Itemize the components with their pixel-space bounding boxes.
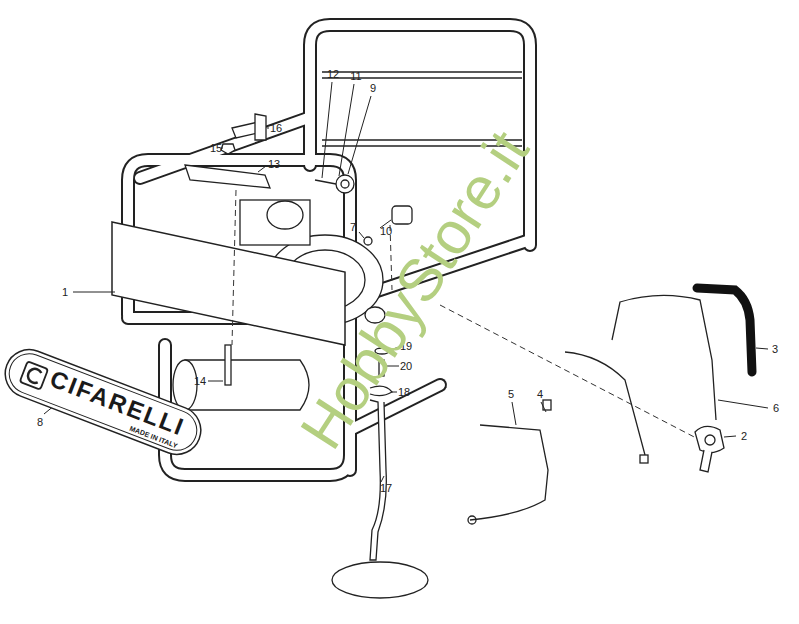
callout-number: 6	[773, 403, 779, 414]
switch-part	[695, 426, 724, 472]
leader-line	[208, 381, 223, 382]
switch-part	[705, 435, 715, 445]
callout-number: 1	[62, 287, 68, 298]
leader-line	[359, 232, 364, 238]
switch-part	[695, 426, 724, 452]
small-parts	[392, 206, 412, 224]
wiring	[468, 295, 716, 524]
dashed-guide	[440, 305, 700, 440]
cable-hose	[697, 288, 752, 372]
callout-number: 18	[398, 387, 410, 398]
callout-number: 12	[327, 69, 339, 80]
frame-tube	[140, 118, 308, 178]
small-parts	[370, 400, 386, 560]
front-panel	[112, 222, 345, 345]
leader-line	[724, 436, 736, 437]
switch-part	[700, 450, 712, 472]
leader-line	[718, 400, 768, 408]
leader-line	[44, 82, 768, 482]
small-parts	[332, 562, 428, 598]
engine-body	[267, 201, 303, 229]
leader-line	[381, 476, 384, 482]
leader-line	[541, 402, 546, 412]
watermark: HobbyStore.it	[291, 121, 539, 459]
leader-line	[339, 84, 354, 176]
logo-mark	[26, 367, 42, 384]
wiring	[468, 516, 476, 524]
small-parts	[185, 165, 270, 188]
wiring	[640, 455, 648, 463]
wiring	[470, 425, 548, 520]
callout-number: 10	[380, 226, 392, 237]
badge-outline	[0, 343, 208, 462]
leader-line	[392, 392, 397, 393]
leader-line	[267, 128, 269, 129]
nameplate-badge: CIFARELLIMADE IN ITALY	[0, 343, 208, 462]
callout-number: 11	[350, 71, 361, 82]
engine-body	[173, 360, 197, 410]
engine-body	[185, 360, 309, 410]
callout-number: 15	[210, 143, 222, 154]
cable-hose	[697, 288, 752, 372]
leader-line	[258, 166, 266, 172]
leader-line	[756, 348, 768, 349]
engine-body	[240, 200, 310, 245]
callout-number: 14	[194, 376, 206, 387]
small-parts	[336, 175, 354, 193]
front-panel	[112, 222, 345, 345]
leader-line	[73, 292, 115, 293]
callout-number: 2	[741, 431, 747, 442]
callout-number: 3	[772, 344, 778, 355]
small-parts	[364, 237, 372, 245]
small-parts	[221, 144, 235, 154]
leader-line	[222, 148, 223, 149]
callout-number: 4	[537, 389, 543, 400]
small-parts	[341, 180, 349, 188]
callout-number: 16	[270, 123, 282, 134]
callout-number: 5	[508, 389, 514, 400]
leader-line	[512, 402, 516, 425]
callout-number: 9	[370, 83, 376, 94]
frame-tube	[140, 118, 308, 178]
badge-outline	[3, 348, 202, 456]
leader-line	[322, 82, 332, 178]
callout-number: 7	[350, 222, 356, 233]
callout-number: 13	[268, 159, 280, 170]
dashed-guide	[232, 190, 236, 345]
wiring	[565, 352, 645, 455]
small-parts	[315, 180, 336, 184]
small-parts	[225, 345, 231, 385]
callout-number: 8	[37, 417, 43, 428]
small-parts	[255, 114, 266, 140]
leader-line	[348, 96, 371, 174]
callout-number: 17	[380, 483, 392, 494]
logo-mark	[20, 361, 48, 389]
wiring	[612, 295, 716, 420]
